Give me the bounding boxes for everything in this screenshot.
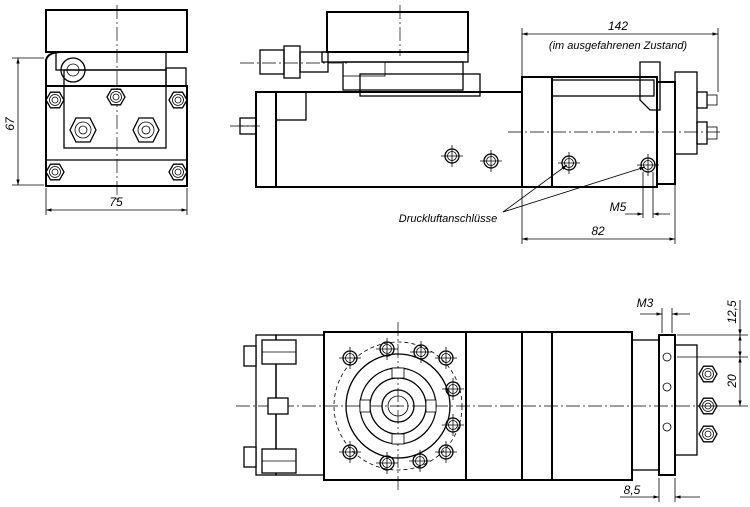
side-end-screws <box>696 91 718 145</box>
air-ports-label: Druckluftanschlüsse <box>399 213 497 225</box>
front-view: 67 75 <box>3 5 188 215</box>
cylinder-fitting <box>240 45 350 79</box>
dim-142-note: (im ausgefahrenen Zustand) <box>549 40 688 52</box>
dim-8-5-label: 8,5 <box>624 483 641 497</box>
dim-12-5-label: 12,5 <box>725 300 739 324</box>
dim-m5-label: M5 <box>610 200 627 214</box>
dim-67-label: 67 <box>3 116 17 131</box>
top-fittings <box>243 339 297 474</box>
dim-75-label: 75 <box>109 195 123 209</box>
dim-m3-label: M3 <box>637 296 654 310</box>
dim-142-label: 142 <box>608 19 628 33</box>
fitting-right <box>132 117 160 143</box>
dim-20-label: 20 <box>725 374 739 389</box>
rotary-table <box>333 341 463 471</box>
top-view: M3 12,5 20 8,5 <box>236 296 748 502</box>
fitting-left <box>69 117 97 143</box>
side-view: 142 (im ausgefahrenen Zustand) M5 82 Dru… <box>230 5 720 244</box>
top-end-screws <box>662 352 718 443</box>
dim-82-label: 82 <box>591 224 605 238</box>
